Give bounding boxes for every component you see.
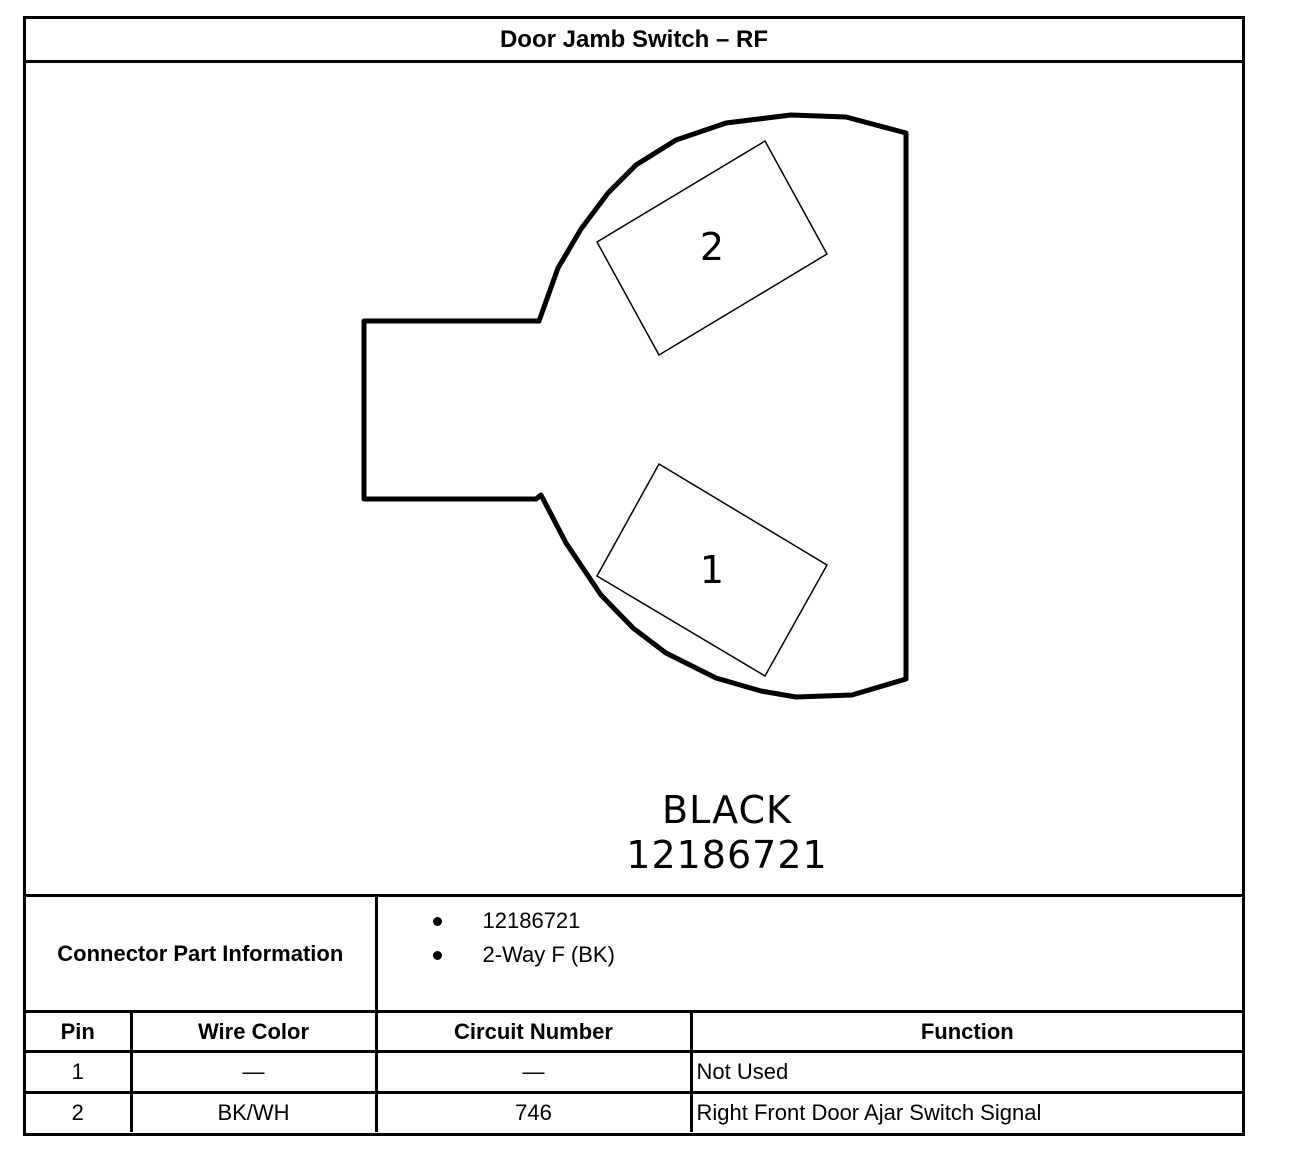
connector-color-label: BLACK [662, 788, 792, 832]
cavity-2 [595, 139, 829, 357]
bullet-icon [432, 951, 442, 960]
connector-diagram: 2 1 BLACK 12186721 [26, 63, 1242, 894]
connector-housing-outline [361, 112, 909, 700]
header-wire-color: Wire Color [129, 1010, 378, 1053]
part-info-item-text: 12186721 [482, 908, 581, 933]
connector-sheet: Door Jamb Switch – RF 2 1 BLACK 12186721… [23, 16, 1245, 1136]
header-circuit-number: Circuit Number [374, 1010, 693, 1053]
part-info-item: 2-Way F (BK) [432, 941, 1243, 975]
wire-color-cell: — [129, 1050, 378, 1094]
part-info-values: 12186721 2-Way F (BK) [374, 897, 1243, 1013]
connector-part-number-label: 12186721 [626, 833, 828, 877]
connector-face-drawing: 2 1 [361, 112, 909, 700]
connector-info-table: Connector Part Information 12186721 2-Wa… [26, 894, 1243, 1132]
wire-color-cell: BK/WH [129, 1091, 378, 1132]
circuit-cell: 746 [374, 1091, 693, 1132]
part-info-item: 12186721 [432, 907, 1243, 941]
header-pin: Pin [26, 1010, 133, 1053]
function-cell: Right Front Door Ajar Switch Signal [689, 1091, 1243, 1132]
pin-cell: 2 [26, 1091, 133, 1132]
part-info-label: Connector Part Information [26, 897, 378, 1013]
function-cell: Not Used [689, 1050, 1243, 1094]
header-function: Function [689, 1010, 1243, 1053]
cavity-1 [595, 462, 829, 678]
table-row: 2 BK/WH 746 Right Front Door Ajar Switch… [26, 1091, 1243, 1132]
bullet-icon [432, 917, 442, 926]
cavity-number-2: 2 [700, 225, 724, 269]
cavity-number-1: 1 [700, 548, 724, 592]
table-row: 1 — — Not Used [26, 1050, 1243, 1094]
circuit-cell: — [374, 1050, 693, 1094]
page-title: Door Jamb Switch – RF [26, 19, 1242, 63]
pin-cell: 1 [26, 1050, 133, 1094]
part-info-item-text: 2-Way F (BK) [482, 942, 615, 967]
